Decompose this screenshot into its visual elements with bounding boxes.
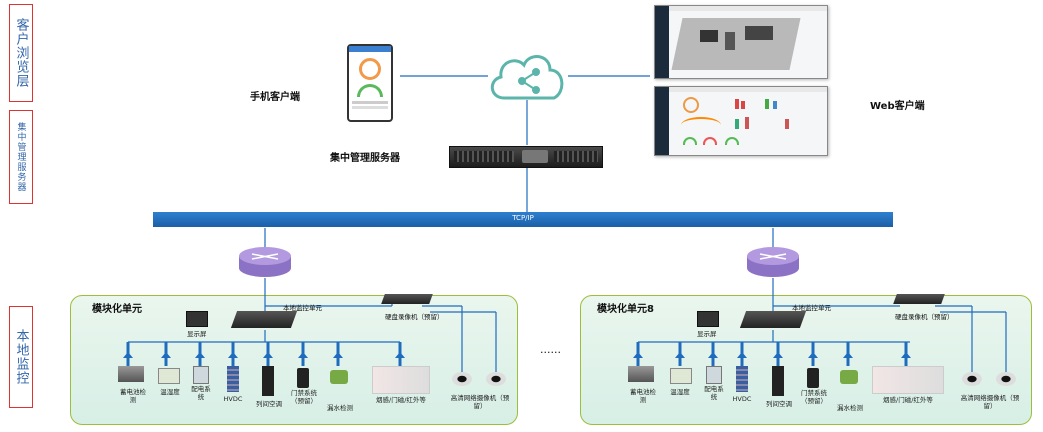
device-label: 温湿度 (670, 388, 690, 396)
device-label: HVDC (732, 395, 752, 403)
camera-icon-1 (962, 372, 982, 386)
central-server-icon (449, 146, 603, 168)
ellipsis-label: ...... (540, 343, 561, 356)
router-icon-2 (746, 246, 800, 278)
web-client-label: Web客户端 (870, 101, 925, 112)
module-1-nvr-label: 硬盘录像机（预留） (385, 313, 444, 321)
device-label: 烟感/门磁/红外等 (883, 396, 933, 404)
module-1-display-label: 显示屏 (187, 330, 207, 338)
device-label: 配电系统 (191, 385, 211, 401)
router-icon-1 (238, 246, 292, 278)
row-ac-icon (772, 366, 784, 396)
device-label: 蓄电池检测 (120, 388, 146, 404)
temp-humidity-icon (670, 368, 692, 384)
device-label: 列间空调 (256, 400, 282, 408)
device-label: HVDC (223, 395, 243, 403)
monitor-unit-icon (230, 311, 298, 328)
leak-detection-icon (330, 370, 348, 384)
device-label: 漏水检测 (837, 404, 863, 412)
device-label: 配电系统 (704, 385, 724, 401)
camera-icon-2 (996, 372, 1016, 386)
module-unit-8 (580, 295, 1032, 425)
tcpip-bus: TCP/IP (153, 212, 893, 227)
cloud-icon (486, 48, 568, 103)
power-distribution-icon (706, 366, 722, 384)
nvr-icon (381, 294, 433, 304)
device-label: 漏水检测 (327, 404, 353, 412)
module-8-display-label: 显示屏 (697, 330, 717, 338)
mobile-client-label: 手机客户端 (250, 92, 300, 103)
monitor-unit-icon (739, 311, 807, 328)
access-control-icon (297, 368, 309, 388)
mobile-client-phone (347, 44, 393, 122)
battery-detection-icon (628, 366, 654, 382)
camera-icon-2 (486, 372, 506, 386)
module-8-title: 模块化单元8 (597, 304, 654, 315)
device-label: 门禁系统（预留） (801, 389, 827, 405)
temp-humidity-icon (158, 368, 180, 384)
web-client-screen-1 (654, 5, 828, 79)
layer-label-browse: 客户浏览层 (9, 4, 33, 102)
layer-label-central: 集中管理服务器 (9, 110, 33, 204)
device-label: 列间空调 (766, 400, 792, 408)
display-screen-icon (697, 311, 719, 327)
row-ac-icon (262, 366, 274, 396)
module-1-title: 模块化单元 (92, 304, 142, 315)
central-server-label: 集中管理服务器 (330, 153, 400, 164)
device-label: 门禁系统（预留） (291, 389, 317, 405)
access-control-icon (807, 368, 819, 388)
device-label: 烟感/门磁/红外等 (376, 396, 426, 404)
web-client-screen-2 (654, 86, 828, 156)
nvr-icon (893, 294, 945, 304)
layer-label-local: 本地监控 (9, 306, 33, 408)
module-8-nvr-label: 硬盘录像机（预留） (895, 313, 954, 321)
module-8-monitor-unit-label: 本地监控单元 (792, 304, 831, 312)
hvdc-icon (227, 366, 239, 392)
leak-detection-icon (840, 370, 858, 384)
hvdc-icon (736, 366, 748, 392)
camera-icon-1 (452, 372, 472, 386)
device-label: 高清网络摄像机（预留） (450, 394, 510, 410)
module-1-monitor-unit-label: 本地监控单元 (283, 304, 322, 312)
battery-detection-icon (118, 366, 144, 382)
power-distribution-icon (193, 366, 209, 384)
display-screen-icon (186, 311, 208, 327)
device-label: 蓄电池检测 (630, 388, 656, 404)
device-label: 温湿度 (160, 388, 180, 396)
smoke-sensor-icon (872, 366, 944, 394)
smoke-sensor-icon (372, 366, 430, 394)
device-label: 高清网络摄像机（预留） (960, 394, 1020, 410)
